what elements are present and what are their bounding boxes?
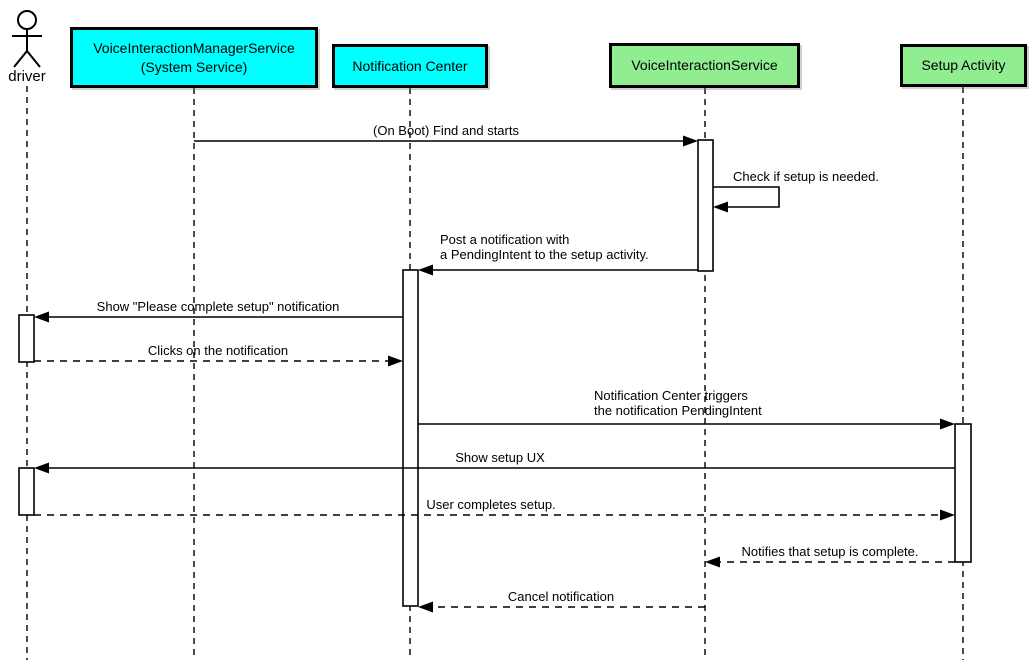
activation-notification-center (402, 269, 419, 607)
participant-label-line2: (System Service) (140, 58, 248, 75)
message-arrow-trigger-pendingintent (418, 418, 955, 430)
participant-label: Notification Center (352, 57, 468, 74)
participant-label-line1: VoiceInteractionManagerService (93, 39, 295, 56)
actor-driver-icon (12, 10, 42, 68)
participant-notification-center: Notification Center (332, 44, 488, 88)
message-label-user-completes-setup: User completes setup. (426, 497, 556, 512)
message-label-trigger-pendingintent: Notification Center triggers the notific… (594, 388, 762, 418)
message-arrow-on-boot (194, 135, 698, 147)
message-label-on-boot: (On Boot) Find and starts (373, 123, 519, 138)
participant-setup-activity: Setup Activity (900, 44, 1027, 87)
participant-voice-interaction-service: VoiceInteractionService (609, 43, 800, 88)
participant-label: Setup Activity (921, 57, 1006, 73)
message-arrow-check-setup-self (713, 186, 780, 213)
activation-driver-2 (18, 467, 35, 516)
message-arrow-cancel-notification (418, 601, 705, 613)
message-arrow-show-setup-ux (34, 462, 955, 474)
message-label-check-setup: Check if setup is needed. (733, 169, 879, 184)
message-arrow-notifies-complete (705, 556, 955, 568)
message-label-show-notification: Show "Please complete setup" notificatio… (96, 299, 340, 314)
actor-driver-label: driver (8, 68, 46, 85)
activation-setup-activity (954, 423, 972, 563)
message-label-notifies-complete: Notifies that setup is complete. (741, 544, 919, 559)
message-label-post-notification: Post a notification with a PendingIntent… (440, 232, 649, 262)
message-arrow-user-completes-setup (34, 509, 955, 521)
message-arrow-clicks-notification (34, 355, 403, 367)
activation-voice-interaction-service (697, 139, 714, 272)
participant-voice-interaction-manager-service: VoiceInteractionManagerService (System S… (70, 27, 318, 88)
message-label-cancel-notification: Cancel notification (507, 589, 615, 604)
message-arrow-show-notification (34, 311, 403, 323)
activation-driver-1 (18, 314, 35, 363)
message-label-clicks-notification: Clicks on the notification (147, 343, 289, 358)
message-arrow-post-notification (418, 264, 698, 276)
participant-label: VoiceInteractionService (631, 57, 778, 73)
message-label-show-setup-ux: Show setup UX (455, 450, 545, 465)
